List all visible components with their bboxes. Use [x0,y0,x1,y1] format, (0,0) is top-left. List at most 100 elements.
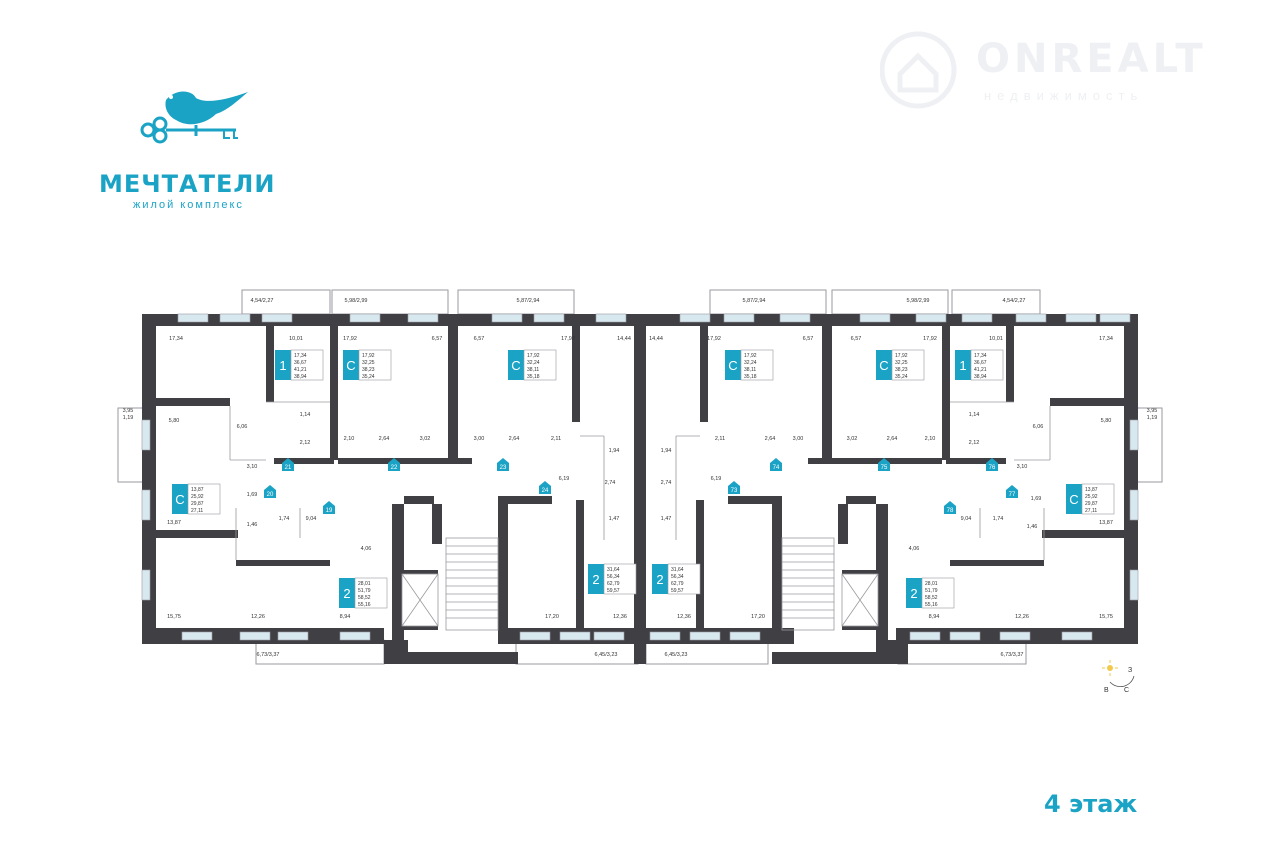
room-area-label: 17,92 [561,336,575,342]
room-area-label: 17,92 [343,336,357,342]
room-area-label: 6,06 [1033,424,1044,430]
room-area-label: 9,04 [961,516,972,522]
wall [498,496,552,504]
apartment-type-badge [652,564,668,594]
room-area-label: 4,06 [909,546,920,552]
wall [156,530,238,538]
balcony-area-label: 6,73/3,37 [1001,652,1024,658]
apartment-number: 75 [881,465,888,471]
apartment-area-box [921,577,955,609]
wall [266,326,274,402]
window [1129,489,1139,521]
window [593,631,625,641]
room-area-label: 1,69 [1031,496,1042,502]
apartment-area: 17,92 [527,353,540,359]
wall [846,496,876,504]
balcony-area-label: 5,98/2,99 [907,298,930,304]
room-area-label: 1,46 [1027,524,1038,530]
apartment-area-box [970,349,1004,381]
compass-north: С [1124,687,1129,694]
room-area-label: 13,87 [1099,520,1113,526]
room-area-label: 1,47 [609,516,620,522]
apartment-area: 25,92 [191,494,204,500]
apartment-area: 55,16 [358,602,371,608]
room-area-label: 2,74 [605,480,616,486]
wall [728,496,782,504]
apartment-number-tag [878,458,890,471]
apartment-area: 36,67 [294,360,307,366]
apartment-area-box [290,349,324,381]
apartment-area: 62,79 [607,581,620,587]
window [999,631,1031,641]
room-area-label: 2,64 [509,436,520,442]
apartment-type-badge [275,350,291,380]
window [779,313,811,323]
room-area-label: 9,04 [306,516,317,522]
compass-icon: З В С [1102,660,1135,694]
balcony [831,289,949,315]
room-area-label: 3,02 [420,436,431,442]
wall [448,326,458,460]
apartment-area: 38,11 [527,367,539,373]
apartment-number: 76 [989,465,996,471]
apartment-number-tag [497,458,509,471]
room-area-label: 3,00 [474,436,485,442]
room-area-label: 6,57 [474,336,485,342]
apartment-type-badge [339,578,355,608]
window [859,313,891,323]
balcony [951,289,1041,315]
balcony [709,289,827,315]
apartment-number: 21 [285,465,292,471]
room-area-label: 8,94 [340,614,351,620]
apartment-area: 32,24 [744,360,757,366]
room-area-label: 1,14 [300,412,311,418]
wall [838,504,848,544]
apartment-type: 2 [656,572,663,587]
wall [330,326,338,460]
window [177,313,209,323]
window [949,631,981,641]
room-area-label: 5,80 [169,418,180,424]
apartment-number-tag [539,481,551,494]
room-area-label: 2,10 [925,436,936,442]
apartment-type-badge [588,564,604,594]
apartment-area: 59,57 [607,588,620,594]
wall [634,628,646,664]
floor-label: 4 этаж [1044,790,1138,818]
balcony-area-label: 4,54/2,27 [251,298,274,304]
apartment-number: 24 [542,488,549,494]
room-area-label: 2,10 [344,436,355,442]
apartment-area: 31,64 [607,567,620,573]
balcony-area-label: 6,45/3,23 [595,652,618,658]
room-area-label: 17,34 [1099,336,1113,342]
apartment-number-tag [264,485,276,498]
apartment-number-tag [770,458,782,471]
room-area-label: 5,80 [1101,418,1112,424]
apartment-area: 58,52 [358,595,371,601]
apartment-area: 27,11 [191,508,203,514]
apartment-area: 35,18 [527,374,540,380]
room-area-label: 1,74 [993,516,1004,522]
apartment-type-badge [172,484,188,514]
apartment-type: С [175,492,184,507]
room-area-label: 10,01 [289,336,303,342]
room-area-label: 1,47 [661,516,672,522]
wall [808,458,942,464]
room-area-label: 1,94 [609,448,620,454]
apartment-area: 38,23 [362,367,375,373]
apartment-type-badge [343,350,359,380]
wall [404,496,434,504]
apartment-type-badge [876,350,892,380]
room-area-label: 1,46 [247,522,258,528]
watermark-house-icon [880,31,957,109]
apartment-area: 32,25 [895,360,908,366]
wall [950,560,1044,566]
room-area-label: 17,34 [169,336,183,342]
apartment-area: 56,34 [671,574,684,580]
room-area-label: 1,94 [661,448,672,454]
apartment-number-tag [323,501,335,514]
window [533,313,565,323]
balcony-area-label: 6,45/3,23 [665,652,688,658]
window [219,313,251,323]
apartment-area: 17,34 [294,353,307,359]
